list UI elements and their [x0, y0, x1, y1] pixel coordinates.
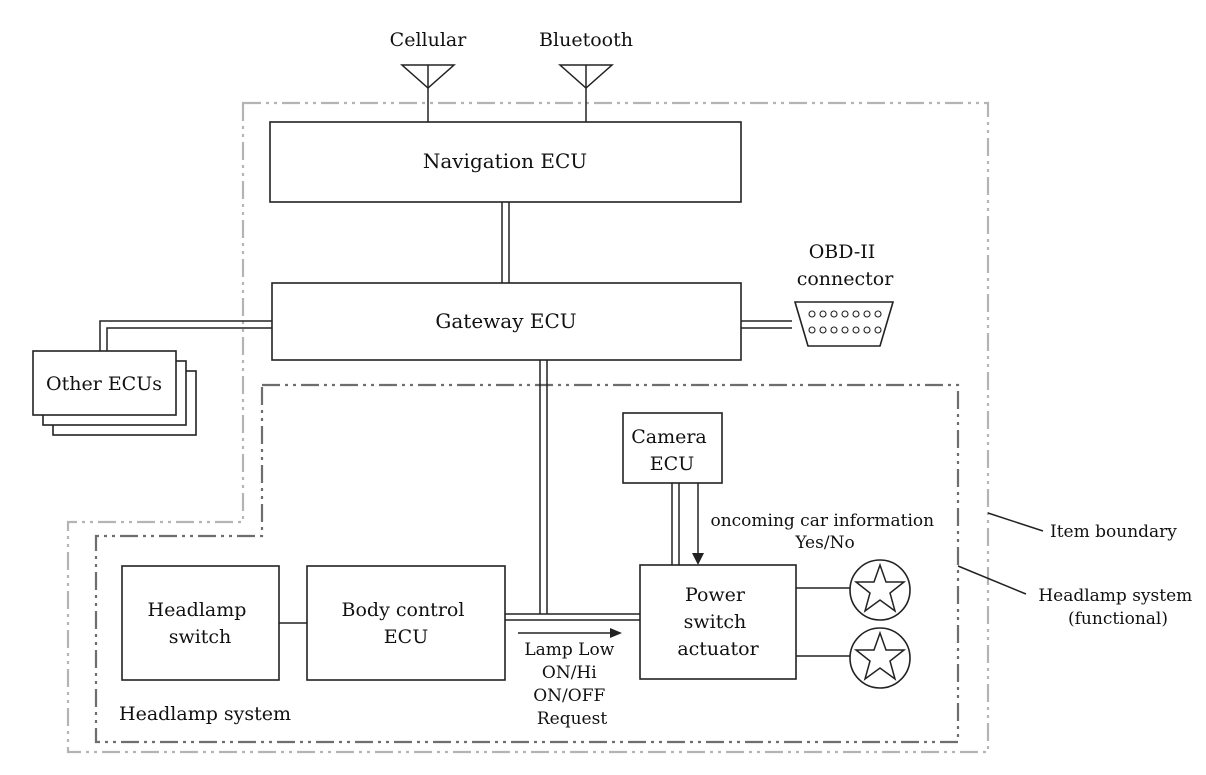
- headlamp-switch-label: Headlamp switch: [148, 599, 253, 648]
- headlamp-system-label: Headlamp system: [119, 703, 291, 725]
- other-ecus-label: Other ECUs: [46, 373, 162, 395]
- headlamp-switch-line2: switch: [169, 626, 232, 648]
- oncoming-label-line2: Yes/No: [794, 533, 854, 553]
- camera-ecu-box: [622, 412, 723, 484]
- navigation-ecu-label: Navigation ECU: [423, 149, 587, 173]
- lamp-request-line3: ON/OFF: [533, 686, 605, 706]
- headlamp-functional-label: Headlamp system (functional): [1038, 586, 1197, 629]
- obd-label-line2: connector: [797, 268, 895, 290]
- oncoming-label-line1: oncoming car information: [710, 511, 934, 531]
- camera-power-bus: [671, 483, 704, 565]
- gateway-body-bus: [505, 360, 640, 621]
- headlamp-functional-line1: Headlamp system: [1038, 586, 1192, 606]
- bluetooth-antenna-icon: [558, 64, 614, 122]
- nav-gateway-bus: [501, 202, 510, 283]
- body-control-ecu-box: [306, 565, 506, 681]
- functional-boundary-outline: [94, 383, 960, 744]
- headlamp-functional-line2: (functional): [1068, 609, 1168, 629]
- cellular-label: Cellular: [390, 29, 468, 51]
- lamp-request-line4: Request: [537, 709, 607, 729]
- power-switch-label: Power switch actuator: [677, 584, 759, 660]
- power-switch-actuator-box: [639, 564, 797, 680]
- gateway-other-ecus-bus: [99, 320, 272, 352]
- body-control-ecu-label: Body control ECU: [342, 599, 471, 648]
- gateway-ecu-label: Gateway ECU: [435, 309, 576, 333]
- lamp-request-line2: ON/Hi: [542, 663, 597, 683]
- bluetooth-label: Bluetooth: [539, 29, 633, 51]
- cellular-antenna-icon: [400, 64, 456, 122]
- headlamp-switch-box: [121, 565, 280, 681]
- gateway-obd-bus: [741, 320, 792, 329]
- camera-ecu-label: Camera ECU: [631, 426, 713, 475]
- lamp-request-label: Lamp Low ON/Hi ON/OFF Request: [524, 640, 619, 729]
- body-control-line2: ECU: [384, 626, 428, 648]
- camera-label-line1: Camera: [631, 426, 707, 448]
- power-switch-line1: Power: [685, 584, 746, 606]
- body-control-line1: Body control: [342, 599, 465, 621]
- headlamp-lower-icon: [849, 627, 911, 689]
- obd-connector-icon: [793, 301, 895, 347]
- oncoming-car-label: oncoming car information Yes/No: [710, 511, 939, 553]
- camera-label-line2: ECU: [650, 453, 694, 475]
- lamp-request-line1: Lamp Low: [524, 640, 614, 660]
- item-boundary-leader: [987, 512, 1044, 532]
- obd-label-line1: OBD-II: [809, 241, 876, 263]
- lamp-request-arrow: [518, 628, 622, 638]
- gateway-ecu-box: [271, 282, 742, 361]
- functional-boundary-leader: [957, 565, 1027, 595]
- power-switch-line2: switch: [684, 611, 747, 633]
- headlamp-upper-icon: [849, 559, 911, 621]
- item-boundary-outline: [66, 101, 990, 754]
- power-switch-line3: actuator: [677, 638, 759, 660]
- headlamp-switch-line1: Headlamp: [148, 599, 247, 621]
- navigation-ecu-box: [269, 121, 742, 203]
- other-ecus-stack: [32, 350, 197, 436]
- obd-connector-label: OBD-II connector: [797, 241, 895, 290]
- item-boundary-label: Item boundary: [1050, 522, 1177, 542]
